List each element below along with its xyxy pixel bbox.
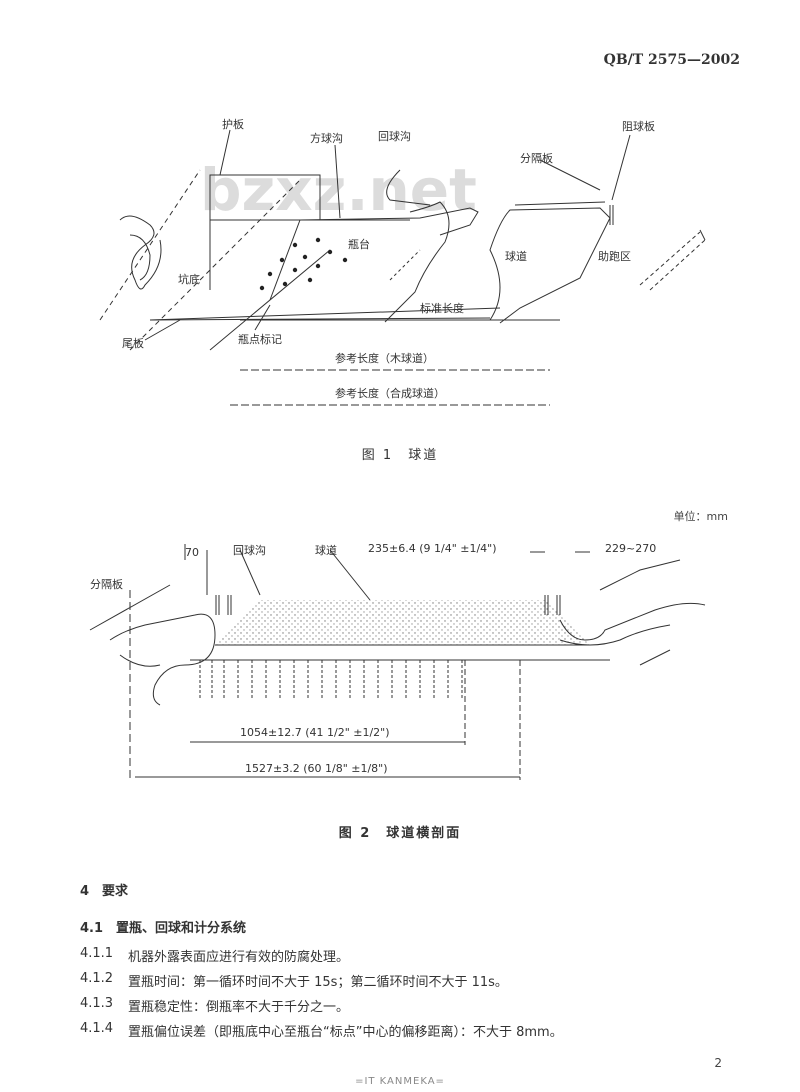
label-square-gutter: 方球沟 — [310, 131, 343, 145]
requirement-text: 置瓶时间：第一循环时间不大于 15s；第二循环时间不大于 11s。 — [128, 975, 508, 990]
label-gutter-width: 229~270 — [605, 542, 656, 555]
requirement-item: 4.1.2 置瓶时间：第一循环时间不大于 15s；第二循环时间不大于 11s。 — [80, 971, 740, 990]
label-width-1054: 1054±12.7 (41 1/2" ±1/2") — [240, 726, 390, 739]
label-tail-plate: 尾板 — [122, 336, 144, 350]
requirement-item: 4.1.4 置瓶偏位误差（即瓶底中心至瓶台“标点”中心的偏移距离）：不大于 8m… — [80, 1021, 740, 1040]
label-approach: 助跑区 — [598, 249, 631, 263]
label-reference-length-wood: 参考长度（木球道） — [335, 351, 434, 365]
label-lane-width: 235±6.4 (9 1/4" ±1/4") — [368, 542, 497, 555]
requirement-number: 4.1.1 — [80, 946, 114, 961]
section-requirements: 4 要求 4.1 置瓶、回球和计分系统 4.1.1 机器外露表面应进行有效的防腐… — [80, 880, 740, 1046]
figure-2-cross-section: 70 回球沟 球道 235±6.4 (9 1/4" ±1/4") 229~270… — [0, 530, 800, 790]
label-platform: 瓶台 — [348, 237, 370, 251]
figure-1-svg: bzxz.net — [99, 117, 706, 406]
label-return-gutter: 回球沟 — [233, 543, 266, 557]
figure-2-caption: 图 2 球道横剖面 — [338, 826, 462, 841]
requirement-number: 4.1.3 — [80, 996, 114, 1011]
requirement-item: 4.1.1 机器外露表面应进行有效的防腐处理。 — [80, 946, 740, 965]
requirement-item: 4.1.3 置瓶稳定性：倒瓶率不大于千分之一。 — [80, 996, 740, 1015]
standard-code: QB/T 2575—2002 — [603, 52, 740, 68]
figure-1-caption: 图 1 球道 — [361, 448, 439, 463]
label-divider: 分隔板 — [90, 577, 123, 591]
figure-1-lane-diagram: bzxz.net — [0, 100, 800, 420]
label-standard-length: 标准长度 — [420, 301, 464, 315]
label-collector: 阻球板 — [622, 119, 655, 133]
requirement-text: 置瓶偏位误差（即瓶底中心至瓶台“标点”中心的偏移距离）：不大于 8mm。 — [128, 1025, 563, 1040]
label-lane: 球道 — [315, 543, 337, 557]
label-return-gutter: 回球沟 — [378, 129, 411, 143]
subsection-title: 4.1 置瓶、回球和计分系统 — [80, 921, 247, 936]
requirement-number: 4.1.2 — [80, 971, 114, 986]
requirement-text: 置瓶稳定性：倒瓶率不大于千分之一。 — [128, 1000, 350, 1015]
label-guard: 护板 — [222, 117, 244, 131]
label-width-1527: 1527±3.2 (60 1/8" ±1/8") — [245, 762, 388, 775]
footer-mark: =IT KANMEKA= — [355, 1076, 445, 1087]
label-divider: 分隔板 — [520, 151, 553, 165]
label-pin-marks: 瓶点标记 — [238, 332, 282, 346]
unit-label: 单位：mm — [673, 510, 728, 523]
figure-2-svg: 70 回球沟 球道 235±6.4 (9 1/4" ±1/4") 229~270… — [89, 542, 706, 780]
requirement-number: 4.1.4 — [80, 1021, 114, 1036]
page-number: 2 — [714, 1056, 722, 1070]
label-pit: 坑底 — [178, 272, 200, 286]
requirement-text: 机器外露表面应进行有效的防腐处理。 — [128, 950, 350, 965]
label-lane: 球道 — [505, 249, 527, 263]
label-reference-length-synthetic: 参考长度（合成球道） — [335, 386, 445, 400]
section-title: 4 要求 — [80, 884, 129, 899]
label-dim-70: 70 — [185, 546, 199, 559]
